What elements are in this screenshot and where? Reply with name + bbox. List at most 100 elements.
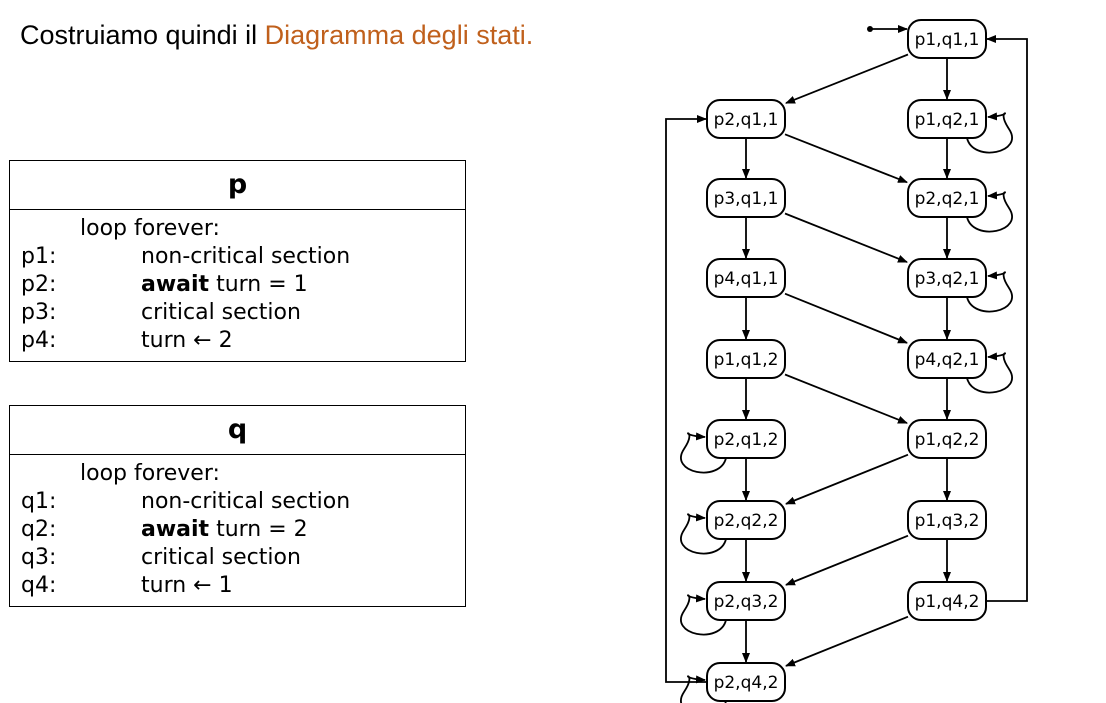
page-heading: Costruiamo quindi il Diagramma degli sta… xyxy=(20,20,533,51)
transition-p1q4_2-to-p2q4_2 xyxy=(785,615,909,667)
state-node-label: p1,q1,1 xyxy=(915,30,980,50)
heading-highlight: Diagramma degli stati. xyxy=(264,20,534,50)
process-q-table: q loop forever: q1: non-critical section … xyxy=(9,405,466,607)
state-node-label: p1,q2,1 xyxy=(915,110,980,130)
transition-p2q2_1-to-p2q2_1 xyxy=(966,191,1013,233)
transition-p4q2_1-to-p4q2_1 xyxy=(966,352,1013,394)
state-node-label: p1,q2,2 xyxy=(915,430,980,450)
state-node-box xyxy=(706,419,786,459)
transition-p2q2_2-to-p2q2_2 xyxy=(680,513,727,555)
process-p-line: p3: critical section xyxy=(10,299,465,327)
transition-p2q3_2-to-p2q3_2 xyxy=(680,594,727,636)
line-label: q1: xyxy=(21,489,57,514)
state-node-box xyxy=(706,500,786,540)
state-node-label: p2,q1,2 xyxy=(714,430,779,450)
line-code: non-critical section xyxy=(141,244,351,269)
process-p-loop: loop forever: xyxy=(80,216,220,241)
state-node-box xyxy=(907,258,987,298)
state-node-box xyxy=(706,99,786,139)
state-node-p1q1_1: p1,q1,1 xyxy=(907,19,987,59)
transition-p1q4_2-to-p1q1_1 xyxy=(986,35,1028,602)
state-node-label: p1,q4,2 xyxy=(915,592,980,612)
transition-p2q4_2-to-p2q4_2 xyxy=(680,675,727,703)
line-label: q4: xyxy=(21,573,57,598)
line-code: turn ← 2 xyxy=(141,328,233,353)
line-label: p4: xyxy=(21,328,57,353)
state-node-label: p4,q2,1 xyxy=(915,350,980,370)
state-node-box xyxy=(706,258,786,298)
transition-p3q2_1-to-p3q2_1 xyxy=(966,271,1013,313)
transition-p1q2_2-to-p2q2_2 xyxy=(785,453,909,505)
process-q-name: q xyxy=(10,406,465,455)
transition-p4q1_1-to-p4q2_1 xyxy=(784,292,908,344)
transition-p2q1_2-to-p2q1_2 xyxy=(680,432,727,474)
line-code: turn = 2 xyxy=(209,517,308,542)
state-node-box xyxy=(706,178,786,218)
line-label: p2: xyxy=(21,272,57,297)
state-node-label: p1,q3,2 xyxy=(915,511,980,531)
transition-p1q2_1-to-p1q2_1 xyxy=(966,112,1013,154)
line-code-group: await turn = 2 xyxy=(141,516,308,544)
line-code: non-critical section xyxy=(141,489,351,514)
process-p-name: p xyxy=(10,161,465,210)
process-q-loop: loop forever: xyxy=(80,461,220,486)
state-node-label: p2,q2,2 xyxy=(714,511,779,531)
process-p-line: p2: await turn = 1 xyxy=(10,271,465,299)
state-node-p1q4_2: p1,q4,2 xyxy=(907,581,987,621)
state-node-box xyxy=(907,339,987,379)
process-q-line: q1: non-critical section xyxy=(10,488,465,516)
state-node-box xyxy=(907,419,987,459)
state-node-p3q2_1: p3,q2,1 xyxy=(907,258,987,298)
state-node-box xyxy=(706,339,786,379)
state-node-label: p3,q2,1 xyxy=(915,269,980,289)
state-node-p2q2_1: p2,q2,1 xyxy=(907,178,987,218)
state-node-box xyxy=(907,500,987,540)
state-node-box xyxy=(706,662,786,702)
state-node-p2q4_2: p2,q4,2 xyxy=(706,662,786,702)
process-p-line: p4: turn ← 2 xyxy=(10,327,465,355)
state-node-p1q2_1: p1,q2,1 xyxy=(907,99,987,139)
process-p-line: p1: non-critical section xyxy=(10,243,465,271)
state-node-label: p2,q4,2 xyxy=(714,673,779,693)
state-node-label: p3,q1,1 xyxy=(714,189,779,209)
process-p-table: p loop forever: p1: non-critical section … xyxy=(9,160,466,362)
state-node-p1q1_2: p1,q1,2 xyxy=(706,339,786,379)
initial-state-dot xyxy=(867,26,873,32)
state-node-p2q2_2: p2,q2,2 xyxy=(706,500,786,540)
state-node-p3q1_1: p3,q1,1 xyxy=(706,178,786,218)
state-node-label: p1,q1,2 xyxy=(714,350,779,370)
line-label: p3: xyxy=(21,300,57,325)
state-node-box xyxy=(907,178,987,218)
state-node-p2q1_1: p2,q1,1 xyxy=(706,99,786,139)
line-label: q2: xyxy=(21,517,57,542)
state-node-p2q1_2: p2,q1,2 xyxy=(706,419,786,459)
state-node-box xyxy=(907,581,987,621)
line-code-group: await turn = 1 xyxy=(141,271,308,299)
state-node-p1q3_2: p1,q3,2 xyxy=(907,500,987,540)
transition-p1q3_2-to-p2q3_2 xyxy=(785,534,909,586)
process-p-code: loop forever: p1: non-critical section p2… xyxy=(10,210,465,361)
state-node-box xyxy=(907,19,987,59)
state-node-box xyxy=(907,99,987,139)
transition-p2q1_1-to-p2q2_1 xyxy=(784,133,908,184)
process-q-line: q3:critical section xyxy=(10,544,465,572)
edges-layer xyxy=(665,25,1028,703)
heading-prefix: Costruiamo quindi il xyxy=(20,20,265,50)
process-q-loop-row: loop forever: xyxy=(10,460,465,488)
state-node-p4q1_1: p4,q1,1 xyxy=(706,258,786,298)
process-q-code: loop forever: q1: non-critical section q2… xyxy=(10,455,465,606)
transition-p3q1_1-to-p3q2_1 xyxy=(784,212,908,263)
line-code: critical section xyxy=(141,300,301,325)
transition-p2q4_2-to-p2q1_1 xyxy=(665,115,707,683)
state-node-label: p2,q1,1 xyxy=(714,110,779,130)
process-q-line: q4:turn ← 1 xyxy=(10,572,465,600)
state-node-p2q3_2: p2,q3,2 xyxy=(706,581,786,621)
line-label: p1: xyxy=(21,244,57,269)
transition-p1q1_1-to-p2q1_1 xyxy=(785,53,909,104)
state-node-box xyxy=(706,581,786,621)
line-keyword: await xyxy=(141,517,210,542)
process-q-line: q2: await turn = 2 xyxy=(10,516,465,544)
line-code: turn = 1 xyxy=(209,272,308,297)
line-keyword: await xyxy=(141,272,210,297)
state-node-label: p2,q2,1 xyxy=(915,189,980,209)
